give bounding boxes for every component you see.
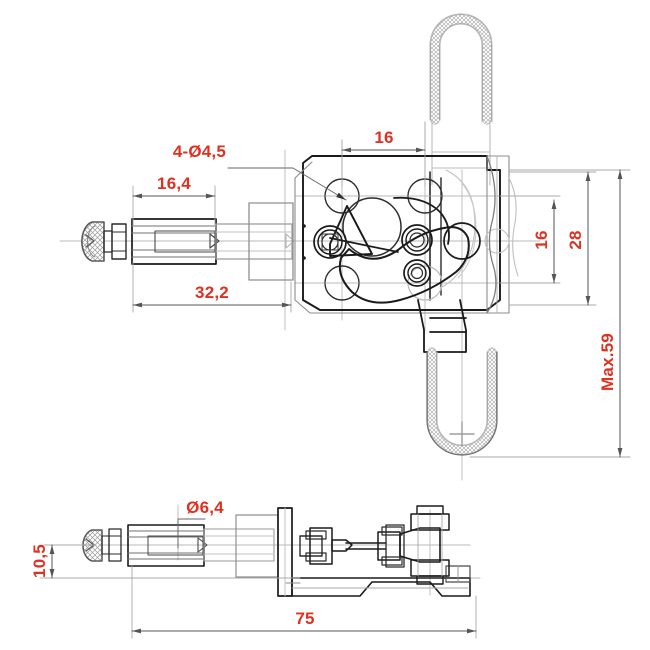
toggle-linkage [329,169,477,353]
plunger-rubber-tip [81,221,105,262]
dim-32-2-text: 32,2 [195,283,229,302]
lower-handle-grip [426,347,498,456]
side-linkage-arms [299,524,441,568]
threaded-rod [131,218,220,265]
side-base-plate [285,565,471,597]
handle-saddle-profile [486,155,519,314]
centre-lines [59,121,541,481]
side-view: Ø6,4 10,5 75 [30,498,481,639]
side-hex-nut [101,528,122,562]
dim-16-top: 16 [341,121,426,187]
hex-nut [103,223,127,260]
plunger-collar [248,202,294,281]
side-bolt-1 [305,530,327,562]
side-bolt-main [410,505,450,585]
dim-16-top-text: 16 [374,128,393,147]
dim-16-right: 16 [499,195,561,284]
side-plunger-collar [235,514,279,578]
dim-32-2: 32,2 [132,261,292,313]
dim-75-text: 75 [295,609,314,628]
dim-16-4: 16,4 [132,174,216,227]
dim-16-right-text: 16 [532,230,551,249]
dim-16-4-text: 16,4 [157,174,191,193]
pivot-bolt-upper-right [401,224,433,256]
dim-10-5: 10,5 [30,544,301,579]
side-plunger-rubber-tip [82,529,103,562]
dim-holes-note-text: 4-Ø4,5 [173,142,226,161]
dim-10-5-text: 10,5 [30,544,49,578]
side-plunger-shaft [203,528,275,562]
dim-rod-dia-text: Ø6,4 [186,498,224,517]
upper-handle-shank [431,119,491,186]
plunger-shaft [215,223,295,260]
crosshair-mark [449,421,475,447]
dim-rod-dia: Ø6,4 [177,498,224,549]
pivot-bolt-lower-right [403,259,431,287]
front-view: 4-Ø4,5 16,4 32,2 16 16 [59,13,631,481]
side-threaded-rod [127,524,208,567]
pivot-bolts [313,222,510,287]
dim-holes-note: 4-Ø4,5 [173,142,347,201]
dim-max-59-text: Max.59 [598,333,617,391]
dim-28: 28 [508,171,597,306]
side-pivot-bolts [305,505,450,585]
handle-pivot-hole [443,222,510,260]
dim-75: 75 [131,565,477,639]
side-bolt-2 [381,526,403,566]
upper-handle-grip [429,13,493,125]
pivot-bolt-left [313,225,347,259]
dim-28-text: 28 [566,230,585,249]
dim-max-59: Max.59 [469,169,631,458]
